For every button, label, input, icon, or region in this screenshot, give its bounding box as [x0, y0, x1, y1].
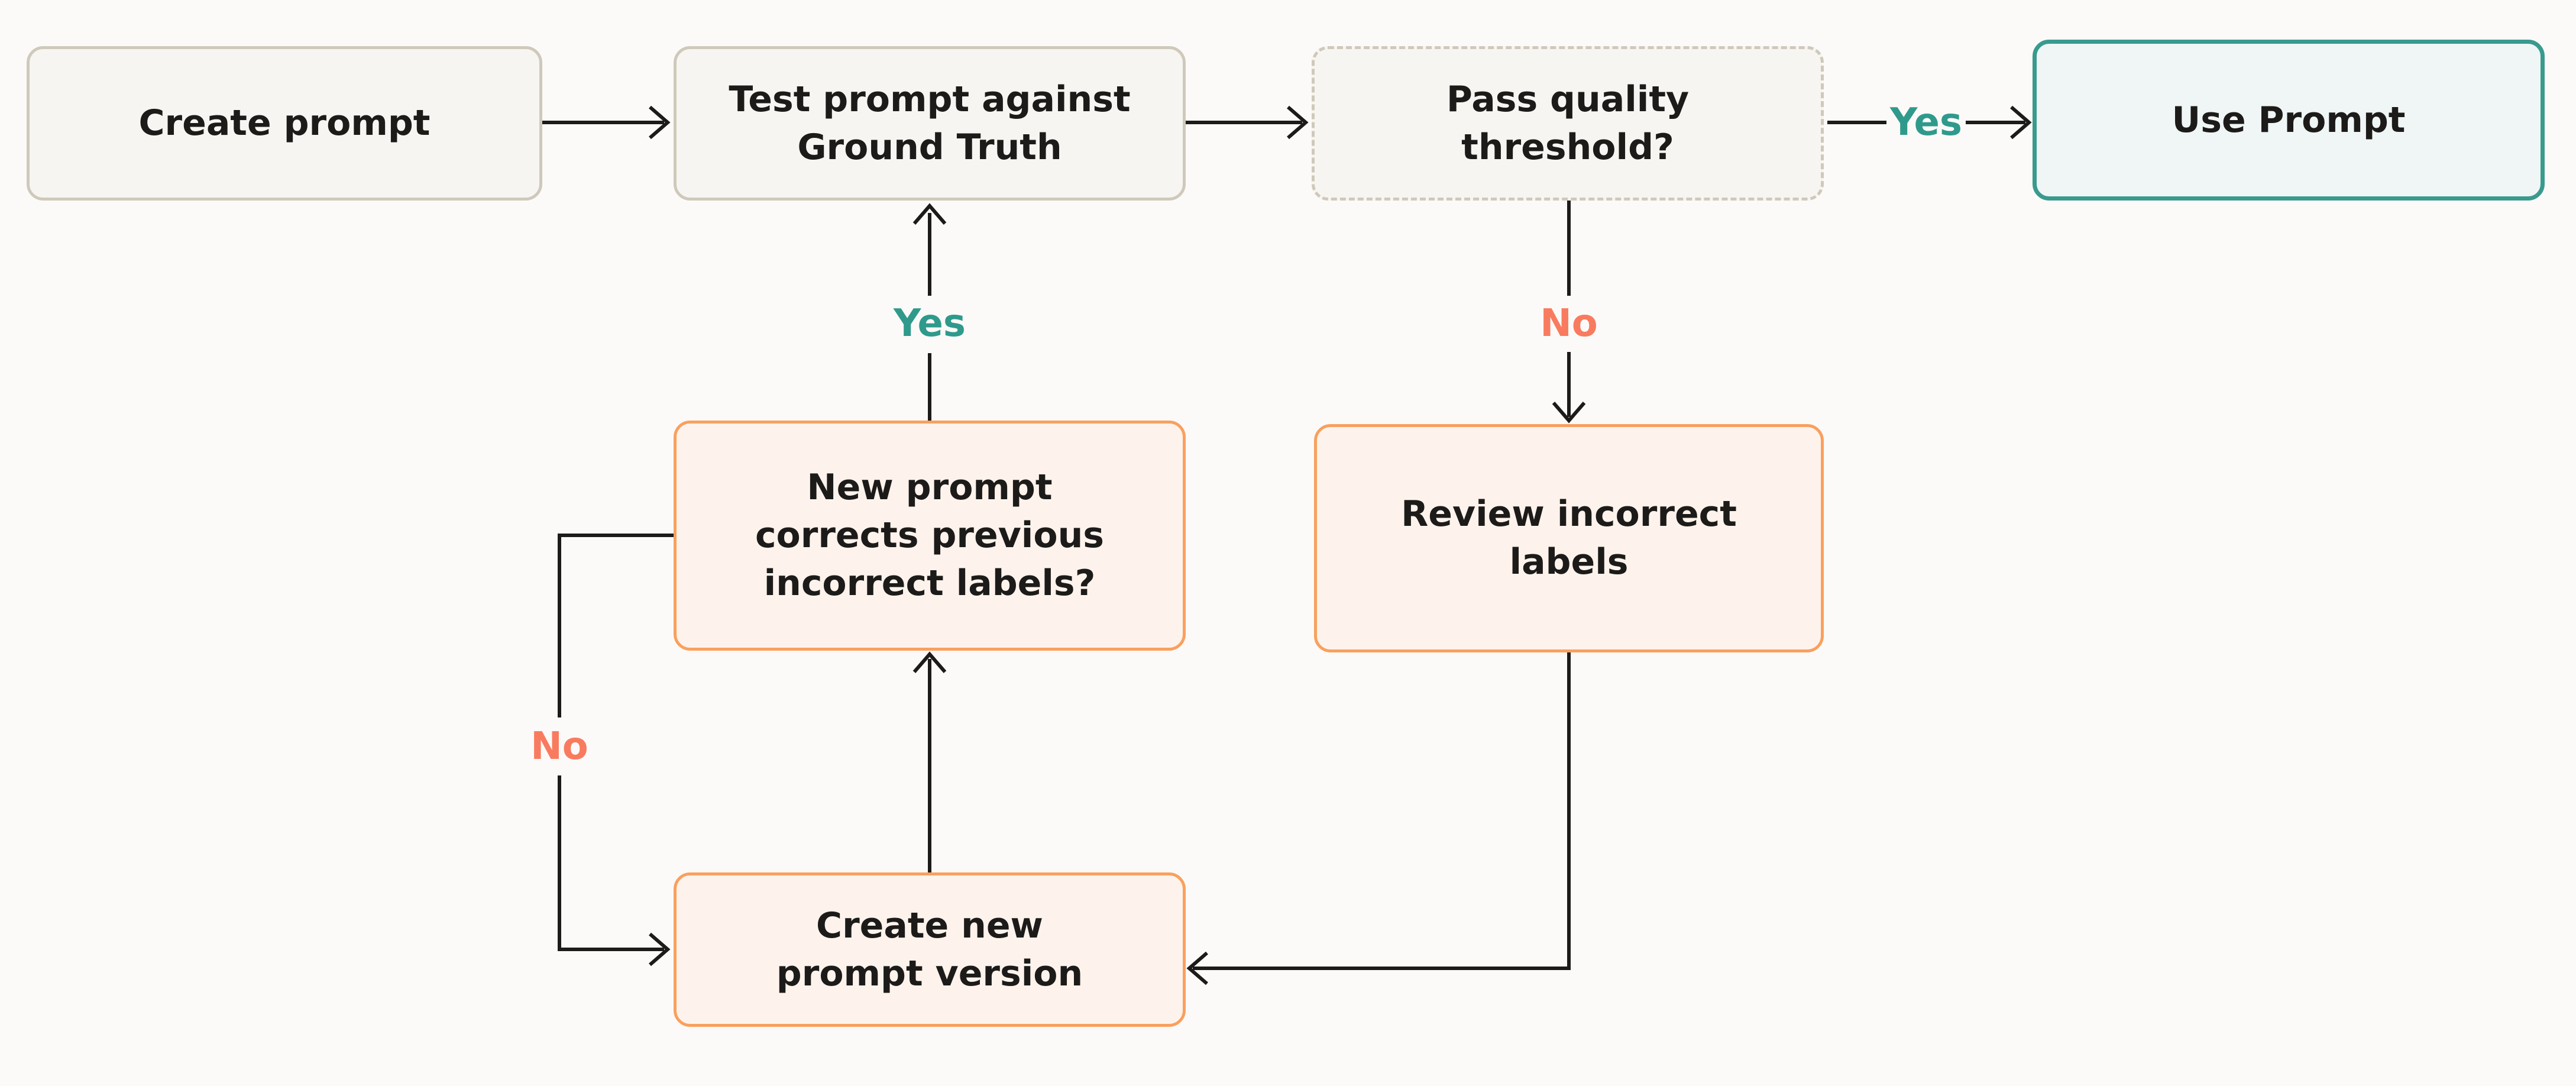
edge-threshold-yes-to-use	[1827, 105, 2032, 140]
node-create-new-prompt-version: Create new prompt version	[674, 872, 1186, 1027]
arrowhead	[1552, 402, 1586, 424]
arrowhead	[1186, 951, 1208, 985]
edge-line	[558, 534, 674, 717]
node-test-prompt: Test prompt against Ground Truth	[674, 46, 1186, 201]
edge-label-no-review: No	[1540, 302, 1598, 345]
edge-new-version-to-corrects	[912, 651, 947, 872]
edge-threshold-no-to-review	[1552, 201, 1586, 424]
edge-review-to-new-version	[1186, 652, 1571, 985]
edge-label-no-new-version: No	[530, 725, 588, 768]
arrowhead	[2010, 105, 2032, 140]
arrowhead	[912, 203, 947, 225]
node-create-prompt: Create prompt	[27, 46, 542, 201]
node-use-prompt: Use Prompt	[2033, 40, 2545, 201]
arrowhead	[912, 651, 947, 673]
node-review-incorrect-labels: Review incorrect labels	[1314, 424, 1824, 652]
arrowhead	[1287, 105, 1309, 140]
edge-create-to-test	[542, 105, 671, 140]
node-pass-quality-threshold: Pass quality threshold?	[1312, 46, 1824, 201]
arrowhead	[649, 932, 671, 967]
arrowhead	[649, 105, 671, 140]
edge-label-yes-use-prompt: Yes	[1890, 101, 1962, 144]
node-new-prompt-corrects: New prompt corrects previous incorrect l…	[674, 421, 1186, 651]
edge-test-to-threshold	[1186, 105, 1309, 140]
edge-line	[558, 775, 664, 951]
edge-line	[1193, 652, 1571, 970]
edge-label-yes-test: Yes	[894, 302, 966, 345]
edge-corrects-no-to-new-version	[558, 534, 674, 967]
edge-corrects-yes-to-test	[912, 203, 947, 421]
